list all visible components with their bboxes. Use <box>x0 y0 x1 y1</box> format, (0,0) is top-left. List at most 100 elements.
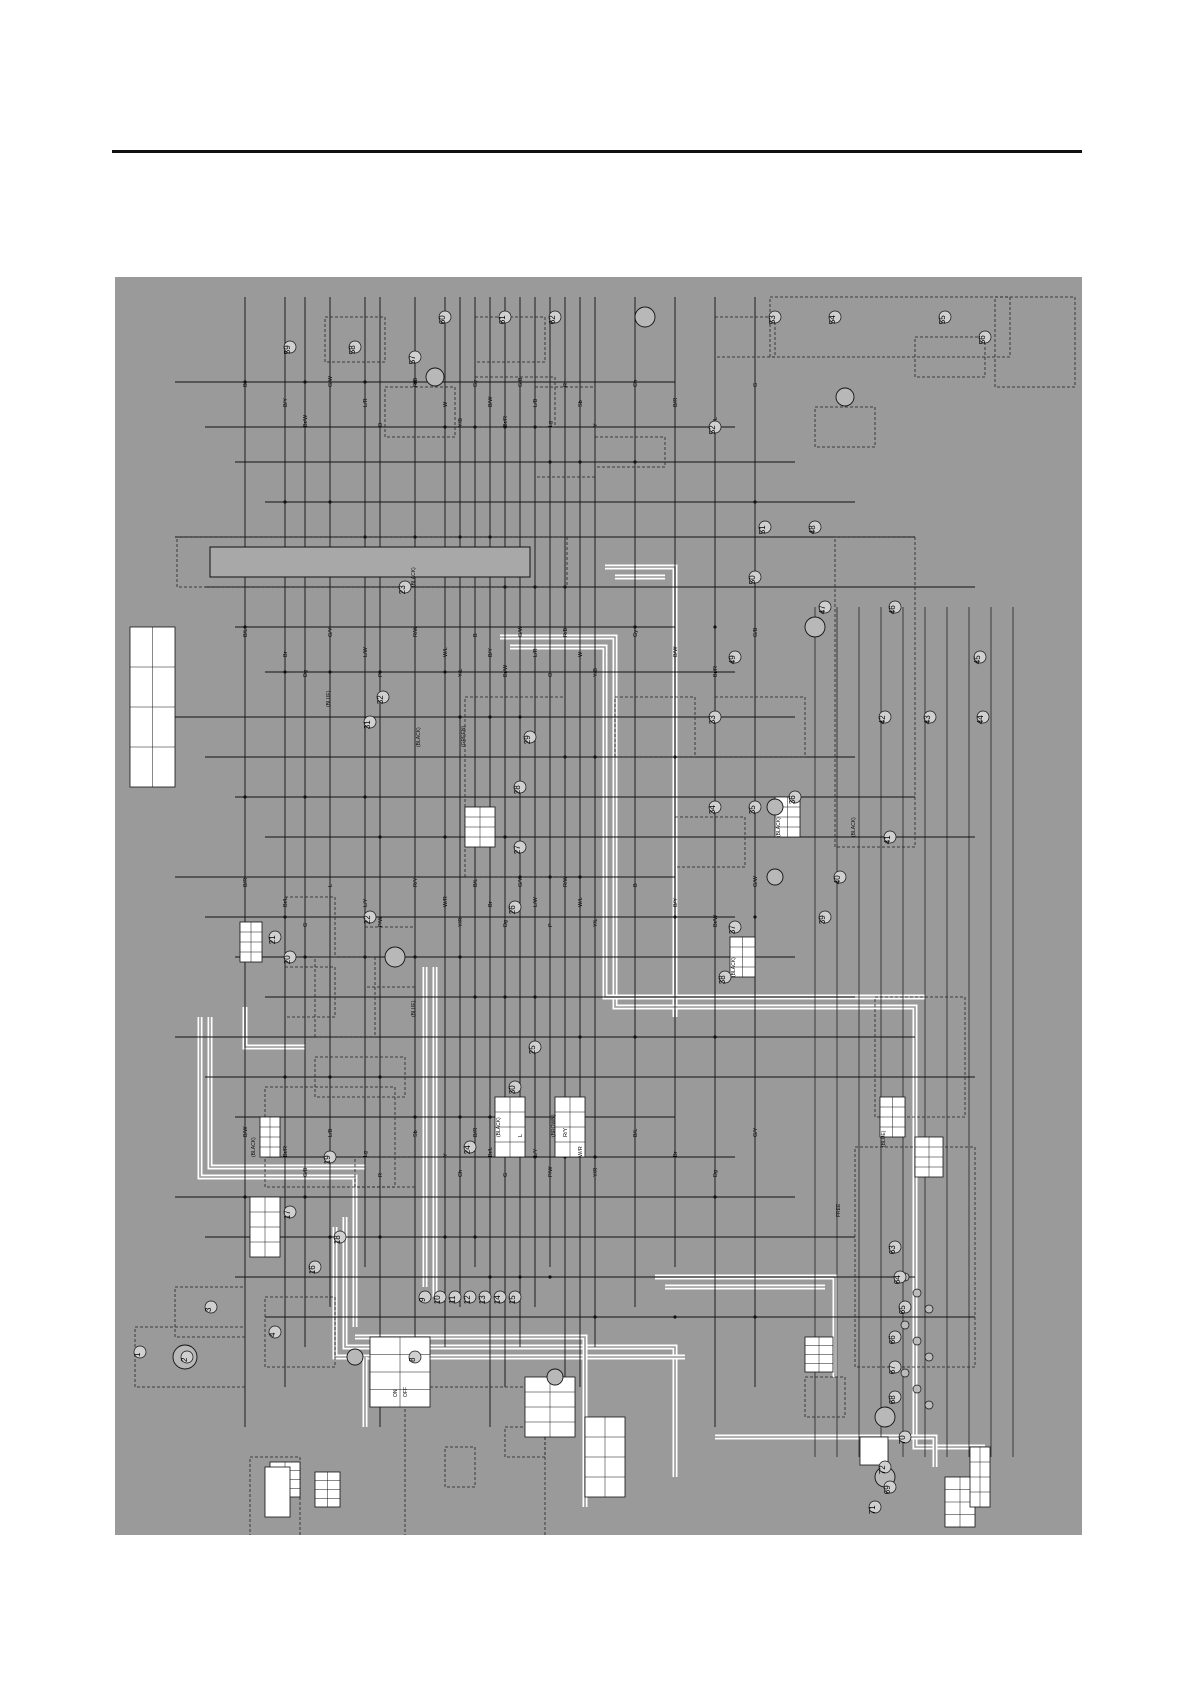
wire-code-label: G/Y <box>753 1127 759 1137</box>
lamp-icon-h <box>835 387 855 407</box>
component-number-c9: 9 <box>418 1290 432 1304</box>
component-number-c37: 37 <box>728 920 742 934</box>
signal-wires <box>175 297 1014 1457</box>
component-number-text: 9 <box>418 1297 427 1302</box>
component-number-c14: 14 <box>493 1290 507 1304</box>
connector-color-caption-3: (BLACK) <box>496 1117 502 1137</box>
component-number-ring <box>498 310 512 324</box>
component-number-c55: 55 <box>938 310 952 324</box>
junction-dot-51 <box>443 1235 447 1239</box>
component-number-text: 23 <box>398 585 407 594</box>
component-number-ring <box>508 1080 522 1094</box>
component-number-c63: 63 <box>888 1240 902 1254</box>
component-number-text: 18 <box>333 1235 342 1244</box>
wire-code-label: Dg <box>503 920 509 927</box>
component-number-text: 39 <box>818 915 827 924</box>
component-number-c64: 64 <box>893 1270 907 1284</box>
component-number-text: 70 <box>898 1435 907 1444</box>
component-number-c40: 40 <box>833 870 847 884</box>
wire-code-label: Ch <box>633 380 639 387</box>
junction-dot-13 <box>533 1155 537 1159</box>
component-number-text: 8 <box>408 1357 417 1362</box>
component-number-ring <box>180 1350 194 1364</box>
component-number-ring <box>818 910 832 924</box>
junction-dot-25 <box>328 670 332 674</box>
component-number-c33: 33 <box>708 710 722 724</box>
component-number-ring <box>513 780 527 794</box>
junction-dot-1 <box>283 670 287 674</box>
ecu-box <box>176 536 568 588</box>
box-ai <box>994 296 1076 388</box>
component-number-text: 43 <box>923 715 932 724</box>
wire-code-label: O <box>378 422 384 427</box>
wire-code-label: Y/R <box>458 918 464 927</box>
component-number-ring <box>808 520 822 534</box>
wire-code-label: B/W <box>488 396 494 407</box>
component-number-c58: 58 <box>348 340 362 354</box>
wire-code-label: P <box>548 923 554 927</box>
component-number-text: 27 <box>513 845 522 854</box>
wire-code-label: O <box>548 672 554 677</box>
box-ab <box>814 406 876 448</box>
junction-dot-29 <box>443 835 447 839</box>
wire-code-label: L <box>518 1134 524 1137</box>
harness-wire-core-9 <box>510 646 925 998</box>
box-p <box>324 316 386 363</box>
box-r <box>354 1156 416 1188</box>
wire-code-label: R/Y <box>413 878 419 888</box>
box-a <box>134 1326 246 1388</box>
wire-code-label: Br/L <box>283 897 289 907</box>
junction-dot-45 <box>283 500 287 504</box>
box-t <box>534 386 596 478</box>
component-number-text: 61 <box>498 315 507 324</box>
component-symbols <box>129 306 991 1528</box>
wire-code-label: B/R <box>473 1128 479 1137</box>
wire-code-label: Gy <box>473 380 479 387</box>
wire-code-label: Br/R <box>503 416 509 427</box>
wire-code-label: B/L <box>243 629 249 637</box>
component-number-c62: 62 <box>548 310 562 324</box>
component-number-c28: 28 <box>513 780 527 794</box>
component-number-ring <box>438 310 452 324</box>
component-number-ring <box>463 1290 477 1304</box>
junction-dot-64 <box>713 1035 717 1039</box>
component-number-text: 42 <box>878 715 887 724</box>
component-number-c29: 29 <box>523 730 537 744</box>
junction-dot-6 <box>413 1115 417 1119</box>
connector-color-caption-1: (BLACK) <box>416 727 422 747</box>
wire-code-label: L/R <box>533 648 539 657</box>
component-number-ring <box>376 690 390 704</box>
junction-dot-66 <box>243 625 247 629</box>
box-ad <box>834 536 916 848</box>
wire-code-label: P <box>378 673 384 677</box>
component-number-ring <box>788 790 802 804</box>
component-number-c23: 23 <box>398 580 412 594</box>
component-number-text: 67 <box>888 1365 897 1374</box>
junction-dot-38 <box>578 460 582 464</box>
junction-dot-48 <box>363 380 367 384</box>
component-number-c30: 30 <box>508 1080 522 1094</box>
junction-dot-3 <box>328 1235 332 1239</box>
component-number-text: 53 <box>768 315 777 324</box>
component-number-text: 48 <box>808 525 817 534</box>
bus-connector-3 <box>900 1320 910 1330</box>
box-x <box>674 816 746 868</box>
component-number-c45: 45 <box>973 650 987 664</box>
wire-code-label: W/R <box>443 896 449 907</box>
wire-code-label: Lg <box>548 421 554 427</box>
component-number-text: 14 <box>493 1295 502 1304</box>
wire-code-label: B/Y <box>673 898 679 907</box>
component-number-ring <box>323 1150 337 1164</box>
component-number-text: 50 <box>748 575 757 584</box>
component-number-ring <box>978 330 992 344</box>
junction-dot-9 <box>473 995 477 999</box>
harness-wire-9 <box>510 644 925 1000</box>
component-number-c11: 11 <box>448 1290 462 1304</box>
component-number-ring <box>408 1350 422 1364</box>
component-number-ring <box>268 1325 282 1339</box>
component-number-c66: 66 <box>888 1330 902 1344</box>
connector-color-caption-2: (GREEN) <box>461 726 467 747</box>
component-number-c49: 49 <box>728 650 742 664</box>
box-m <box>314 956 376 1038</box>
component-number-ring <box>893 1270 907 1284</box>
